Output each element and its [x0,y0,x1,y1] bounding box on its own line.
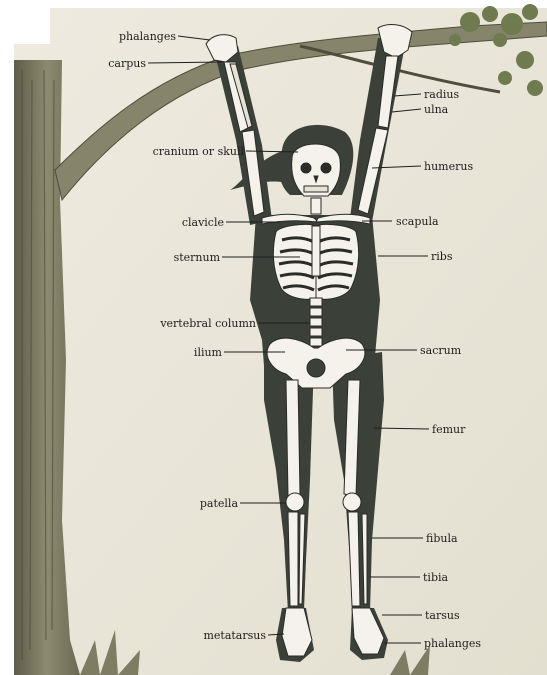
label-tibia: tibia [423,571,448,584]
label-ilium: ilium [194,346,223,359]
label-patella: patella [200,497,239,510]
label-sacrum: sacrum [420,344,462,357]
label-humerus: humerus [424,160,473,173]
label-radius: radius [424,88,459,101]
label-carpus: carpus [108,57,146,70]
label-scapula: scapula [396,215,439,228]
page-edge-left [0,44,10,628]
label-clavicle: clavicle [182,216,224,229]
spine [310,298,322,346]
label-ulna: ulna [424,103,449,116]
left-femur [286,380,300,496]
left-tibia [288,512,298,606]
label-metatarsus: metatarsus [203,629,266,642]
label-cranium: cranium or skull [153,145,245,158]
left-patella [286,493,304,511]
rib-cage [273,224,358,299]
label-femur: femur [432,423,466,436]
right-patella [343,493,361,511]
label-sternum: sternum [174,251,221,264]
label-fibula: fibula [426,532,458,545]
label-tarsus: tarsus [425,609,460,622]
label-phalanges-hand: phalanges [119,30,176,43]
label-vertebral-column: vertebral column [159,317,256,330]
label-phalanges-foot: phalanges [424,637,481,650]
sternum-bone [312,226,320,276]
label-ribs: ribs [431,250,453,263]
page-notch-top [0,0,50,44]
